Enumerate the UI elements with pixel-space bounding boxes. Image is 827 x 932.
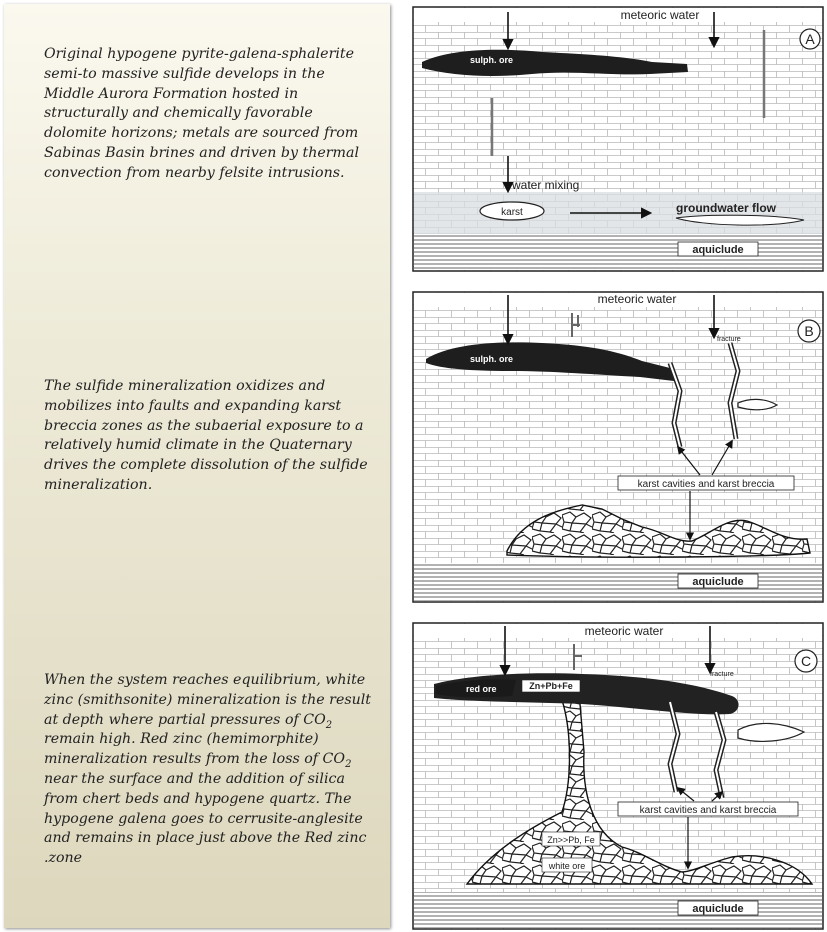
panel-c-diagram: red ore Zn+Pb+Fe meteoric water fracture… [412, 622, 824, 930]
panel-a-flow-label: groundwater flow [676, 201, 777, 215]
panel-a-karst-label: karst [501, 207, 523, 218]
panel-b-fracture-label: fracture [717, 336, 741, 343]
panel-b-letter: B [804, 323, 813, 339]
panel-b-aquiclude-layer [414, 563, 822, 601]
stage-c-text-2: remain high. Red zinc (hemimorphite) min… [44, 731, 345, 767]
stage-c-description: When the system reaches equilibrium, whi… [44, 671, 374, 869]
panel-c-fracture-label: fracture [710, 671, 734, 678]
panel-c-zn-gt-label: Zn>>Pb, Fe [547, 835, 595, 845]
panel-c-aquiclude-layer [414, 892, 822, 928]
stage-a-description: Original hypogene pyrite-galena-sphaleri… [44, 45, 374, 184]
panel-a-aquiclude-label: aquiclude [692, 244, 743, 256]
panel-a-letter: A [805, 31, 815, 47]
panel-b-meteoric-label: meteoric water [598, 292, 677, 306]
panel-c-white-ore-label: white ore [548, 861, 586, 871]
stage-c-text-1: When the system reaches equilibrium, whi… [44, 672, 371, 728]
panel-b-karst-label: karst cavities and karst breccia [638, 479, 775, 490]
panel-c-zn-pb-fe-label: Zn+Pb+Fe [529, 681, 573, 691]
panel-a-aquiclude-layer [414, 234, 822, 270]
panel-c-aquiclude-label: aquiclude [692, 903, 743, 915]
panel-c-red-ore-label: red ore [466, 684, 497, 694]
panel-c-karst-label: karst cavities and karst breccia [640, 805, 777, 816]
panel-b-aquiclude-label: aquiclude [692, 576, 743, 588]
panel-b-diagram: sulph. ore meteoric water fracture B kar… [412, 291, 824, 603]
panel-a-sky [414, 8, 822, 22]
panel-c-meteoric-label: meteoric water [585, 624, 664, 638]
panel-a-mixing-label: water mixing [511, 178, 579, 192]
panel-c-letter: C [801, 653, 811, 669]
panel-b-ore-label: sulph. ore [470, 354, 513, 364]
panel-a-diagram: sulph. ore meteoric water A water mixing… [412, 6, 824, 272]
stage-c-subscript-2: 2 [345, 759, 351, 770]
stage-c-text-3: near the surface and the addition of sil… [44, 771, 366, 866]
stage-c-subscript-1: 2 [326, 719, 332, 730]
panel-a-ore-label: sulph. ore [470, 55, 513, 65]
stage-b-description: The sulfide mineralization oxidizes and … [44, 377, 374, 496]
text-column: Original hypogene pyrite-galena-sphaleri… [4, 4, 390, 928]
panel-a-meteoric-label: meteoric water [621, 8, 700, 22]
